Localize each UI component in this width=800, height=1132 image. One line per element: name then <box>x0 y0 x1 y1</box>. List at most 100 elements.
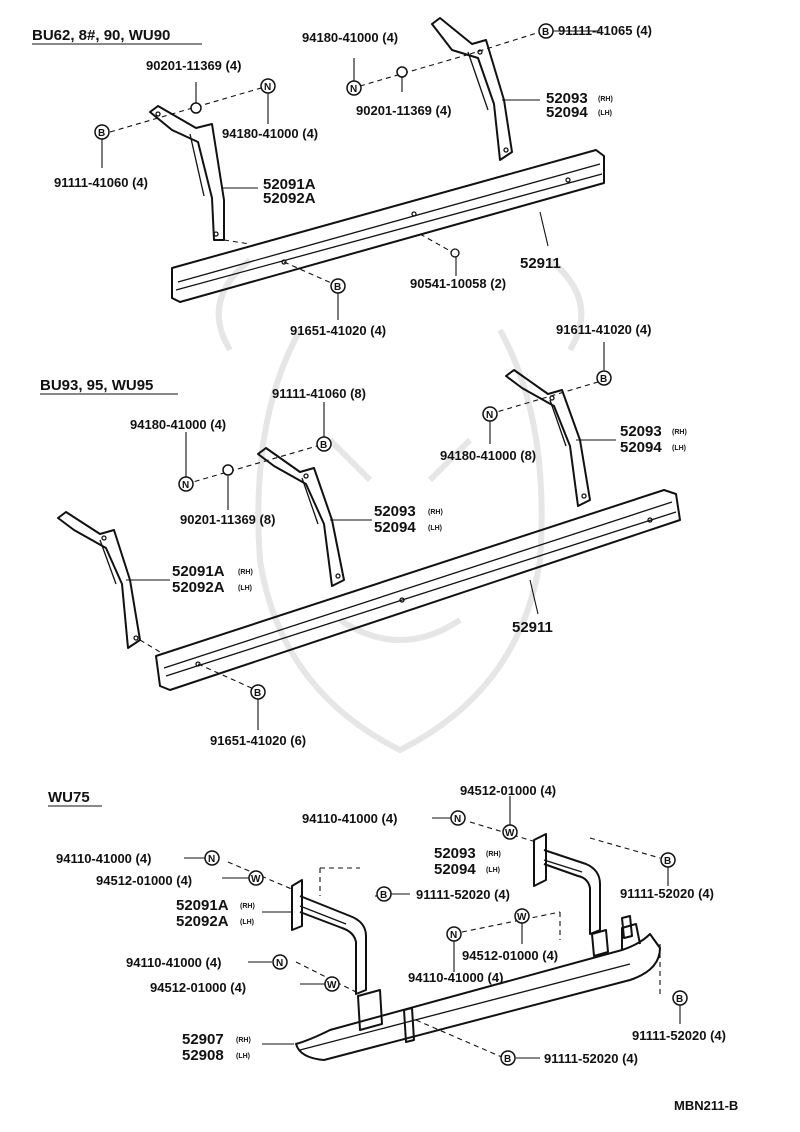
washer-symbol: W <box>514 908 530 924</box>
washer-symbol <box>190 102 202 114</box>
section-title-bu62: BU62, 8#, 90, WU90 <box>32 27 170 44</box>
bolt-symbol: B <box>596 370 612 386</box>
part-label: 52094 <box>434 861 476 878</box>
side-mark: (RH) <box>672 429 687 436</box>
nut-symbol: N <box>450 810 466 826</box>
bumper-bar-52911 <box>155 489 681 691</box>
part-label: 90541-10058 (2) <box>410 276 506 291</box>
part-label: 94512-01000 (4) <box>150 980 246 995</box>
stay-52091a <box>291 879 415 1043</box>
section-title-wu75: WU75 <box>48 789 90 806</box>
part-label: 52092A <box>172 579 225 596</box>
part-label: 91111-52020 (4) <box>416 887 510 902</box>
bolt-symbol: B <box>500 1050 516 1066</box>
part-label: 52094 <box>374 519 416 536</box>
side-mark: (LH) <box>236 1053 250 1060</box>
svg-text:B: B <box>98 128 105 139</box>
part-label: 94180-41000 (8) <box>440 448 536 463</box>
part-label: 52907 <box>182 1031 224 1048</box>
part-label: 90201-11369 (4) <box>356 103 451 118</box>
svg-text:W: W <box>505 828 515 839</box>
nut-symbol: N <box>260 78 276 94</box>
nut-symbol: N <box>272 954 288 970</box>
nut-symbol: N <box>178 476 194 492</box>
part-label: 94512-01000 (4) <box>462 948 558 963</box>
bolt-symbol: B <box>672 990 688 1006</box>
bolt-symbol: B <box>94 124 110 140</box>
svg-text:B: B <box>676 994 683 1005</box>
side-mark: (RH) <box>238 569 253 576</box>
bolt-symbol: B <box>376 886 392 902</box>
side-mark: (LH) <box>428 525 442 532</box>
svg-text:B: B <box>254 688 261 699</box>
tube-bumper-52907 <box>295 923 661 1061</box>
stay-52093 <box>533 833 633 957</box>
svg-text:B: B <box>320 440 327 451</box>
part-label: 90201-11369 (8) <box>180 512 275 527</box>
washer-symbol: W <box>248 870 264 886</box>
part-label: 94110-41000 (4) <box>126 955 221 970</box>
side-mark: (RH) <box>236 1037 251 1044</box>
part-label: 52911 <box>512 619 553 636</box>
side-mark: (RH) <box>598 96 613 103</box>
side-mark: (RH) <box>486 851 501 858</box>
part-label: 91651-41020 (4) <box>290 323 386 338</box>
svg-text:N: N <box>486 410 493 421</box>
bumper-bar-52911 <box>171 149 605 303</box>
bracket-52093 <box>431 17 513 161</box>
part-label: 52908 <box>182 1047 224 1064</box>
svg-text:N: N <box>208 854 215 865</box>
svg-text:N: N <box>182 480 189 491</box>
bolt-symbol: B <box>330 278 346 294</box>
svg-text:B: B <box>600 374 607 385</box>
part-label: 52091A <box>172 563 225 580</box>
part-label: 91111-52020 (4) <box>544 1051 638 1066</box>
part-label: 52093 <box>546 90 588 107</box>
part-label: 94110-41000 (4) <box>56 851 151 866</box>
side-mark: (LH) <box>672 445 686 452</box>
part-label: 52092A <box>263 190 316 207</box>
part-label: 94110-41000 (4) <box>302 811 397 826</box>
nut-symbol: N <box>346 80 362 96</box>
svg-text:W: W <box>517 912 527 923</box>
side-mark: (LH) <box>240 919 254 926</box>
part-label: 90201-11369 (4) <box>146 58 241 73</box>
part-label: 91111-41060 (8) <box>272 386 366 401</box>
part-label: 94180-41000 (4) <box>130 417 226 432</box>
washer-symbol: W <box>324 976 340 992</box>
svg-text:B: B <box>542 27 549 38</box>
bracket-52093 <box>505 369 591 507</box>
svg-text:B: B <box>380 890 387 901</box>
nut-symbol: N <box>446 926 462 942</box>
svg-text:B: B <box>664 856 671 867</box>
bracket-52093 <box>257 447 345 587</box>
side-mark: (RH) <box>428 509 443 516</box>
part-label: 52091A <box>263 176 316 193</box>
part-label: 91111-41065 (4) <box>558 23 652 38</box>
nut-symbol: N <box>482 406 498 422</box>
side-mark: (LH) <box>598 110 612 117</box>
washer-symbol: W <box>502 824 518 840</box>
part-label: 94180-41000 (4) <box>302 30 398 45</box>
bolt-90541-icon <box>450 248 460 258</box>
svg-text:N: N <box>350 84 357 95</box>
svg-text:N: N <box>264 82 271 93</box>
watermark-logo <box>215 257 585 754</box>
bolt-symbol: B <box>660 852 676 868</box>
part-label: 91651-41020 (6) <box>210 733 306 748</box>
svg-text:N: N <box>450 930 457 941</box>
bolt-symbol: B <box>538 23 554 39</box>
part-label: 91111-41060 (4) <box>54 175 148 190</box>
bolt-symbol: B <box>250 684 266 700</box>
diagram-code: MBN211-B <box>674 1098 738 1113</box>
part-label: 94110-41000 (4) <box>408 970 503 985</box>
part-label: 52091A <box>176 897 229 914</box>
part-label: 52093 <box>374 503 416 520</box>
part-label: 52093 <box>620 423 662 440</box>
part-label: 91611-41020 (4) <box>556 322 651 337</box>
washer-symbol <box>396 66 408 78</box>
nut-symbol: N <box>204 850 220 866</box>
svg-text:N: N <box>454 814 461 825</box>
svg-text:B: B <box>504 1054 511 1065</box>
svg-text:W: W <box>251 874 261 885</box>
